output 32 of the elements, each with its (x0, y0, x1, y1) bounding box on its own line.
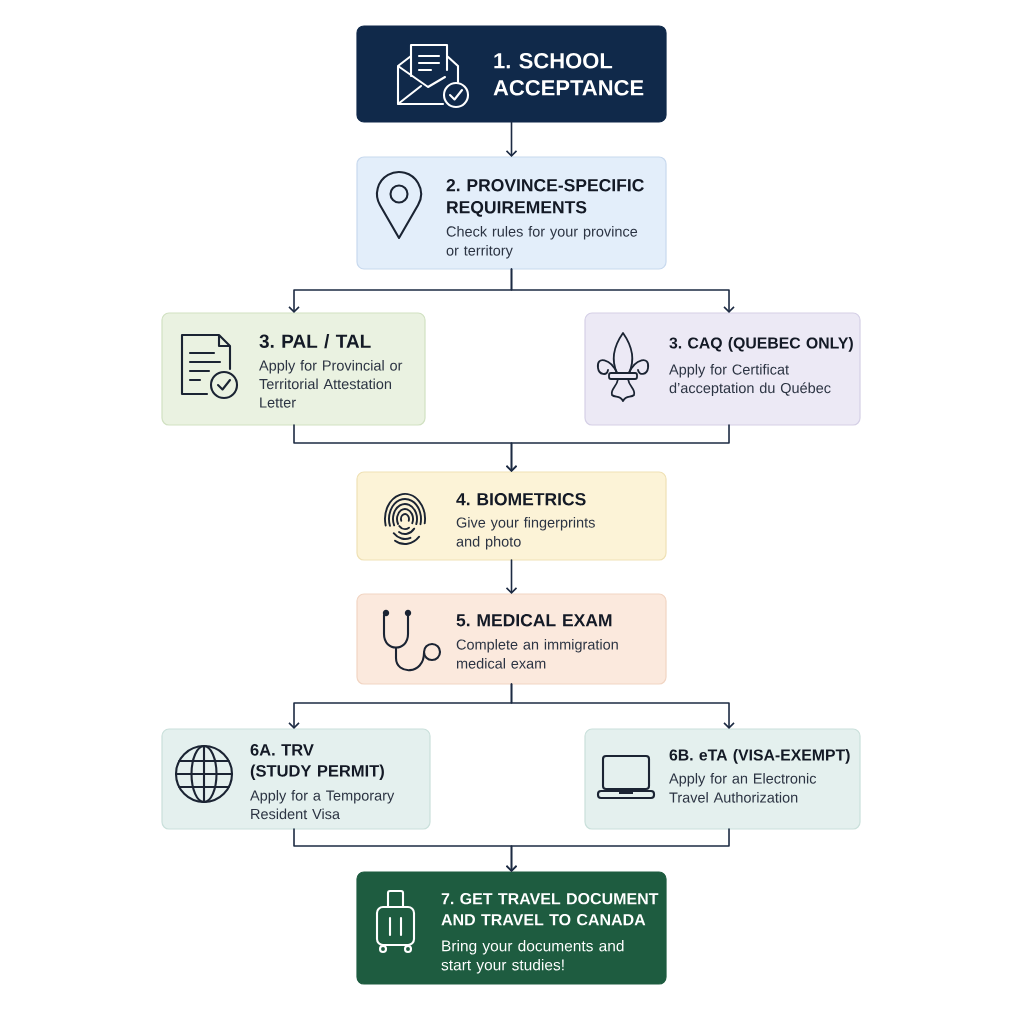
step-box (161, 728, 431, 830)
step-title: 2. PROVINCE-SPECIFIC REQUIREMENTS (446, 179, 644, 217)
step-title: 4. BIOMETRICS (456, 493, 586, 506)
step-title: 6A. TRV (STUDY PERMIT) (250, 744, 384, 780)
step-title: 3. CAQ (QUEBEC ONLY) (669, 337, 853, 352)
step-description: Check rules for your province or territory (446, 226, 638, 259)
step-description: Apply for Certificat d’acceptation du Québec (669, 364, 831, 396)
step-description: Complete an immigration medical exam (456, 639, 618, 669)
step-title: 1. SCHOOL ACCEPTANCE (493, 53, 644, 96)
step-description: Apply for Provincial or Territorial Attestation Letter (259, 360, 403, 408)
step-box (584, 312, 861, 426)
arrow (505, 121, 518, 157)
step-description: Apply for a Temporary Resident Visa (250, 790, 395, 820)
arrow (510, 268, 735, 313)
step-box (356, 156, 667, 270)
step-box (356, 25, 667, 123)
arrow (510, 683, 735, 729)
arrow (505, 828, 730, 872)
step-title: 5. MEDICAL EXAM (456, 614, 612, 627)
step-box (356, 471, 667, 561)
step-description: Apply for an Electronic Travel Authorization (669, 773, 817, 803)
step-box (356, 593, 667, 685)
step-description: Give your fingerprints and photo (456, 517, 595, 550)
step-box (161, 312, 426, 426)
step-title: 7. GET TRAVEL DOCUMENT AND TRAVEL TO CANADA (441, 893, 659, 926)
step-title: 6B. eTA (VISA-EXEMPT) (669, 749, 850, 764)
step-description: Bring your documents and start your studies! (441, 940, 624, 974)
arrow (505, 559, 518, 594)
step-box (584, 728, 861, 830)
step-title: 3. PAL / TAL (259, 334, 371, 349)
step-box (356, 871, 667, 985)
arrow (505, 424, 730, 472)
